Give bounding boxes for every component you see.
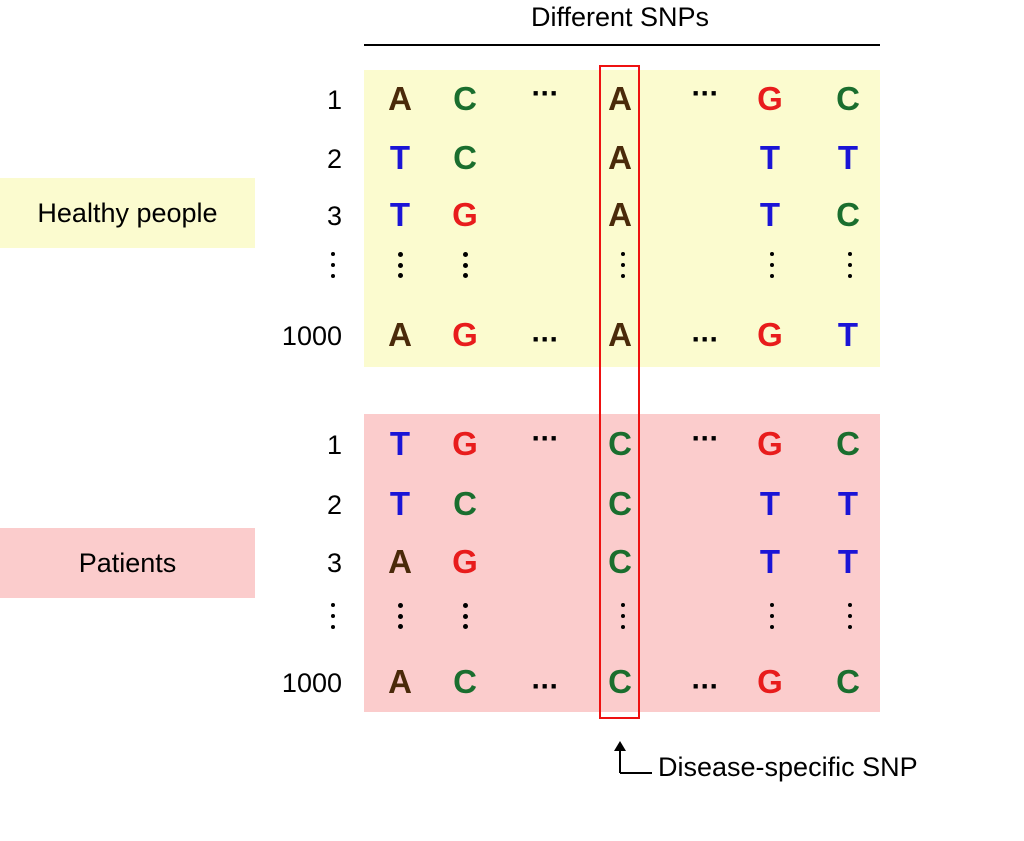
- nucleotide: C: [608, 543, 632, 580]
- nucleotide: A: [608, 316, 632, 353]
- vertical-ellipsis: [769, 252, 775, 278]
- nucleotide: G: [757, 663, 783, 700]
- nucleotide: A: [388, 316, 412, 353]
- row-number: 1000: [281, 321, 342, 351]
- ellipsis-dots: ···: [691, 77, 720, 110]
- healthy-group-background: [364, 70, 880, 367]
- row-number: 3: [326, 201, 342, 231]
- nucleotide: T: [837, 316, 859, 353]
- nucleotide: A: [608, 139, 632, 176]
- vertical-ellipsis: [462, 603, 468, 629]
- vertical-ellipsis: [397, 252, 403, 278]
- nucleotide: C: [836, 663, 860, 700]
- vertical-ellipsis: [330, 603, 336, 629]
- vertical-ellipsis: [462, 252, 468, 278]
- nucleotide: T: [759, 196, 781, 233]
- nucleotide: T: [389, 485, 411, 522]
- disease-snp-arrow-icon: [614, 741, 652, 774]
- nucleotide: C: [836, 80, 860, 117]
- nucleotide: T: [389, 139, 411, 176]
- patients-group-label: Patients: [0, 528, 255, 598]
- row-number: 1: [326, 85, 342, 115]
- row-number: 1000: [281, 668, 342, 698]
- ellipsis-dots: ···: [691, 670, 720, 703]
- healthy-group-label: Healthy people: [0, 178, 255, 248]
- nucleotide: T: [389, 425, 411, 462]
- nucleotide: A: [608, 196, 632, 233]
- ellipsis-dots: ···: [531, 77, 560, 110]
- ellipsis-dots: ···: [691, 323, 720, 356]
- nucleotide: T: [837, 543, 859, 580]
- nucleotide: G: [757, 316, 783, 353]
- nucleotide: A: [608, 80, 632, 117]
- nucleotide: T: [759, 139, 781, 176]
- nucleotide: A: [388, 663, 412, 700]
- nucleotide: T: [759, 543, 781, 580]
- nucleotide: G: [452, 196, 478, 233]
- vertical-ellipsis: [620, 252, 626, 278]
- nucleotide: A: [388, 543, 412, 580]
- ellipsis-dots: ···: [531, 422, 560, 455]
- nucleotide: C: [453, 485, 477, 522]
- nucleotide: G: [757, 425, 783, 462]
- ellipsis-dots: ···: [531, 323, 560, 356]
- nucleotide: G: [452, 316, 478, 353]
- nucleotide: T: [837, 139, 859, 176]
- patients-group-background: [364, 414, 880, 712]
- row-number: 2: [326, 490, 342, 520]
- nucleotide: G: [452, 425, 478, 462]
- nucleotide: C: [836, 196, 860, 233]
- vertical-ellipsis: [847, 252, 853, 278]
- nucleotide: T: [759, 485, 781, 522]
- nucleotide: T: [389, 196, 411, 233]
- header-rule: [364, 44, 880, 46]
- disease-snp-highlight-box: [599, 65, 640, 719]
- vertical-ellipsis: [397, 603, 403, 629]
- ellipsis-dots: ···: [691, 422, 720, 455]
- nucleotide: T: [837, 485, 859, 522]
- nucleotide: C: [608, 485, 632, 522]
- nucleotide: G: [757, 80, 783, 117]
- vertical-ellipsis: [330, 252, 336, 278]
- row-number: 1: [326, 430, 342, 460]
- vertical-ellipsis: [847, 603, 853, 629]
- nucleotide: C: [453, 139, 477, 176]
- nucleotide: C: [453, 80, 477, 117]
- nucleotide: C: [608, 425, 632, 462]
- nucleotide: C: [836, 425, 860, 462]
- header-title: Different SNPs: [530, 2, 710, 32]
- vertical-ellipsis: [620, 603, 626, 629]
- nucleotide: A: [388, 80, 412, 117]
- nucleotide: C: [453, 663, 477, 700]
- disease-snp-label: Disease-specific SNP: [658, 752, 918, 782]
- vertical-ellipsis: [769, 603, 775, 629]
- row-number: 3: [326, 548, 342, 578]
- nucleotide: C: [608, 663, 632, 700]
- ellipsis-dots: ···: [531, 670, 560, 703]
- nucleotide: G: [452, 543, 478, 580]
- row-number: 2: [326, 144, 342, 174]
